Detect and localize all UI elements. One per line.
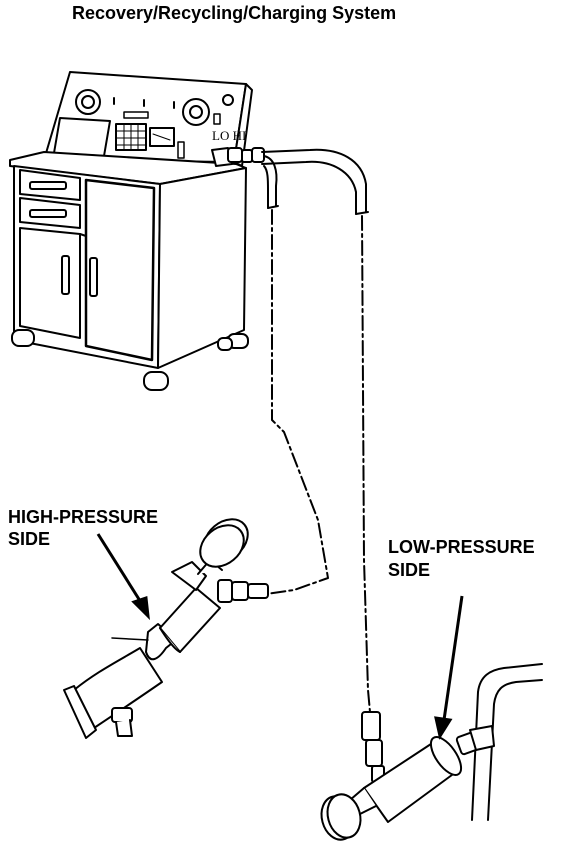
caster-wheels bbox=[11, 329, 249, 391]
door-handle bbox=[61, 255, 70, 295]
high-pressure-label: HIGH-PRESSURE bbox=[8, 507, 159, 527]
low-pressure-hose-line bbox=[361, 215, 371, 713]
low-pressure-arrow-shaft bbox=[442, 595, 464, 721]
high-pressure-label-side: SIDE bbox=[8, 529, 51, 549]
display-screen bbox=[53, 117, 111, 157]
drawer-handle bbox=[29, 209, 67, 218]
low-pressure-fitting bbox=[320, 663, 543, 841]
high-pressure-hose-line bbox=[265, 209, 329, 595]
low-pressure-label: LOW-PRESSURE bbox=[388, 537, 535, 557]
high-pressure-fitting bbox=[63, 518, 269, 739]
cabinet-side bbox=[157, 167, 247, 369]
diagram-title: Recovery/Recycling/Charging System bbox=[72, 3, 397, 23]
port-label: LO HI bbox=[212, 128, 247, 143]
door-handle bbox=[89, 257, 98, 297]
callout-arrows bbox=[96, 533, 464, 740]
hose-outer-upper bbox=[261, 148, 367, 213]
drawer-handle bbox=[29, 181, 67, 190]
high-pressure-arrowhead bbox=[131, 595, 150, 621]
high-pressure-arrow-shaft bbox=[96, 533, 144, 605]
hoses bbox=[261, 148, 371, 713]
cabinet-door-left bbox=[19, 227, 81, 339]
low-pressure-label-side: SIDE bbox=[388, 560, 431, 580]
low-pressure-arrowhead bbox=[434, 716, 453, 740]
charging-station bbox=[9, 71, 265, 391]
